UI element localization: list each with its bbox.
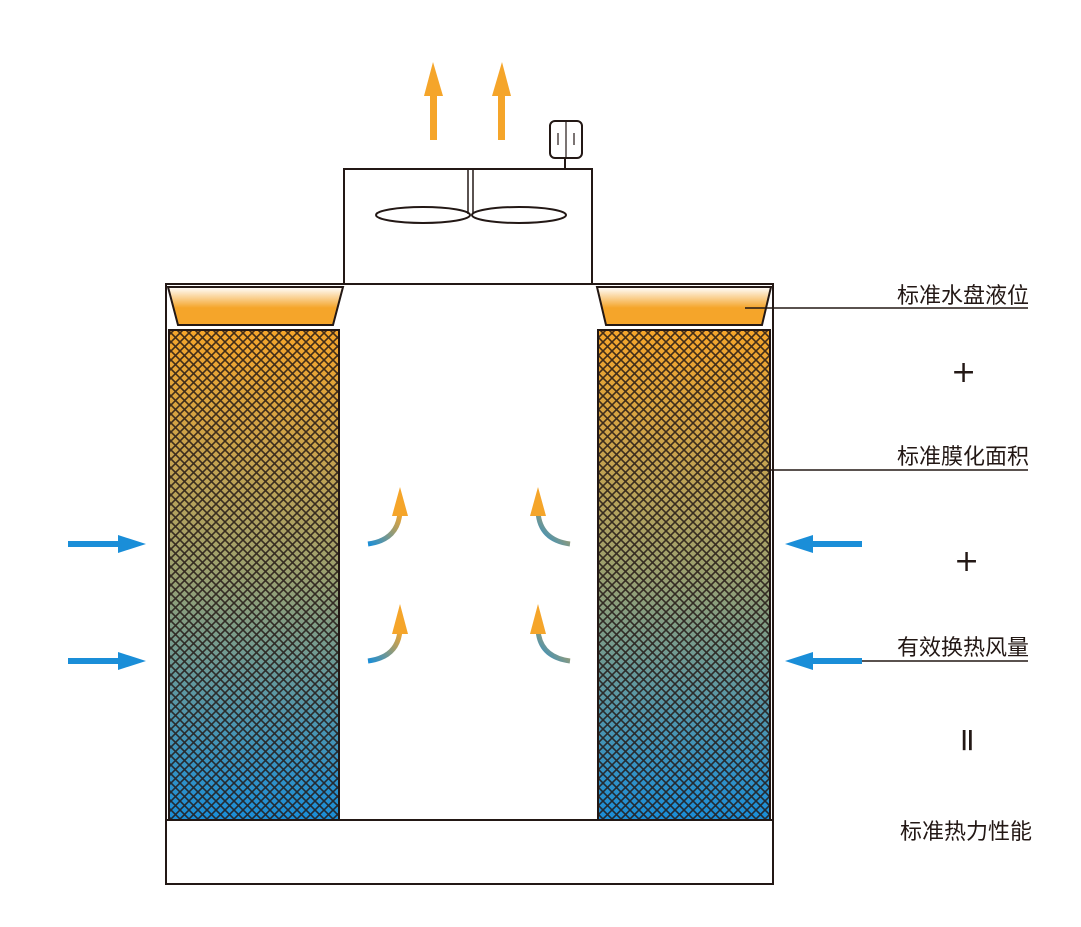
airflow-arrowheads: [392, 487, 546, 634]
water-tray-right: [595, 286, 773, 326]
plus-sign-1: +: [951, 355, 977, 390]
equals-sign: II: [960, 724, 974, 757]
fan-blade-right: [471, 206, 567, 224]
label-tray-level: 标准水盘液位: [897, 284, 1030, 309]
label-airflow: 有效换热风量: [897, 636, 1030, 661]
airflow-curve-icon: [367, 511, 571, 664]
water-tray-left: [166, 286, 345, 326]
fill-media-left: [168, 329, 340, 821]
exhaust-arrow-icon: [424, 62, 511, 140]
label-performance: 标准热力性能: [900, 820, 1033, 845]
motor-icon: [549, 120, 583, 169]
plus-sign-2: +: [954, 544, 980, 579]
fan-blade-left: [375, 206, 471, 224]
leader-lines: [745, 307, 1028, 662]
fill-media-right: [597, 329, 771, 821]
label-fill-area: 标准膜化面积: [897, 445, 1030, 470]
air-inlet-arrow-icon: [68, 535, 862, 670]
